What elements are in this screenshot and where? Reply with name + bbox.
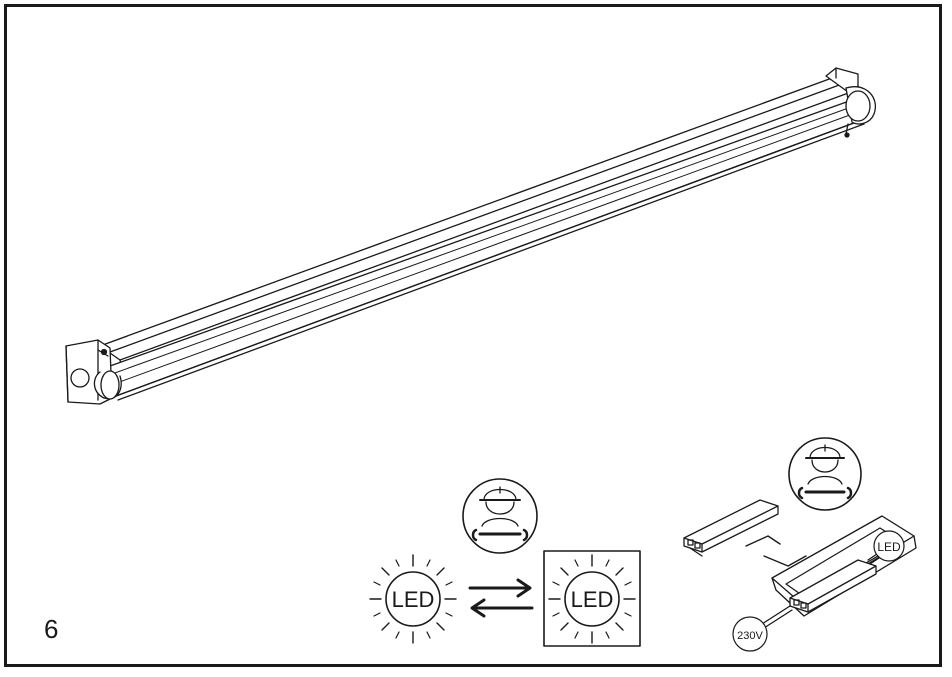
swap-arrows-icon — [468, 578, 534, 618]
right-end-cap — [825, 67, 876, 138]
led-light-icon-boxed — [543, 550, 641, 647]
led-light-icon-left — [369, 554, 457, 644]
technician-wrench-icon — [462, 478, 538, 554]
led-driver-icon-loose — [683, 499, 779, 557]
voltage-label: 230V — [737, 630, 763, 642]
technician-wrench-icon-right — [788, 437, 862, 511]
page-frame — [4, 4, 942, 667]
luminaire-interior-detail — [732, 515, 917, 652]
led-label-small: LED — [877, 540, 901, 554]
led-label-left: LED — [392, 587, 435, 612]
led-label-boxed: LED — [571, 587, 614, 612]
page-number: 6 — [44, 614, 59, 644]
luminaire-batten — [65, 67, 876, 405]
removal-indicator — [745, 535, 807, 567]
left-end-cap — [65, 339, 122, 405]
